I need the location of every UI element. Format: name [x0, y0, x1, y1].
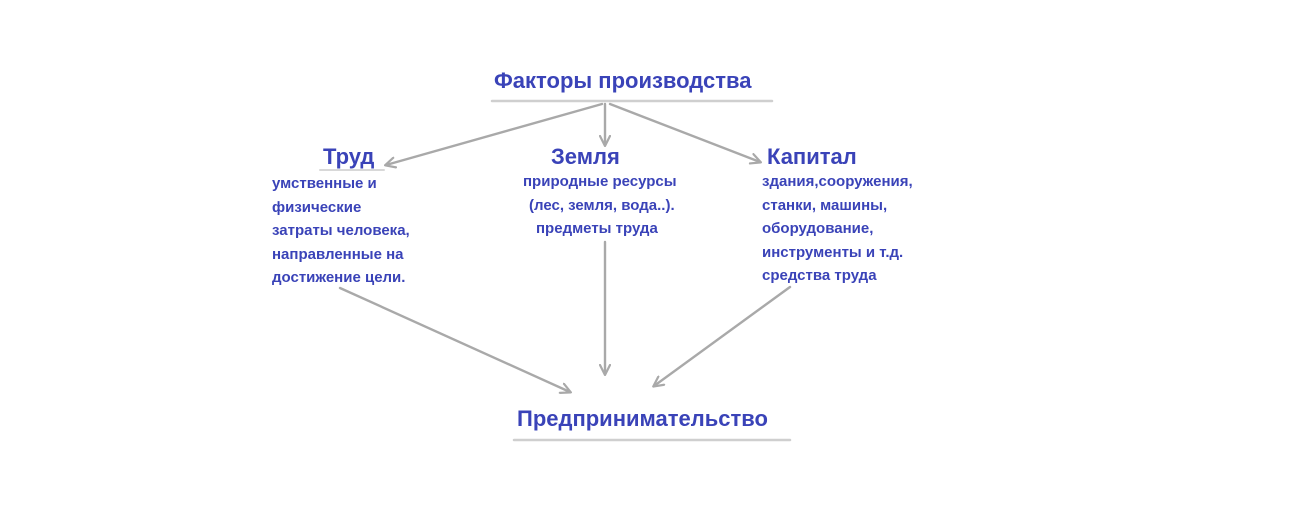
description-line: предметы труда — [536, 220, 658, 237]
arrow-trud-to-result — [338, 286, 570, 392]
factor-description-trud: умственные и физические затраты человека… — [272, 172, 410, 290]
factor-description-zemlya: природные ресурсы (лес, земля, вода..). … — [523, 170, 677, 241]
description-line: здания,сооружения, — [762, 173, 913, 190]
factor-title-zemlya: Земля — [551, 144, 620, 169]
description-line: направленные на — [272, 245, 404, 263]
description-line: природные ресурсы — [523, 173, 677, 190]
description-line: достижение цели. — [272, 269, 406, 286]
description-line: инструменты и т.д. — [762, 243, 904, 261]
description-line: (лес, земля, вода..). — [529, 196, 675, 214]
factor-title-kapital: Капитал — [767, 144, 857, 169]
result-node-title: Предпринимательство — [517, 406, 768, 431]
factor-description-kapital: здания,сооружения, станки, машины, обору… — [762, 170, 913, 288]
description-line: затраты человека, — [272, 222, 410, 239]
root-node-title: Факторы производства — [494, 68, 752, 93]
arrow-kapital-to-result — [654, 285, 792, 386]
arrow-root-to-kapital — [608, 102, 760, 162]
description-line: оборудование, — [762, 220, 874, 237]
description-line: умственные и — [272, 175, 377, 192]
description-line: физические — [272, 198, 362, 216]
factor-title-trud: Труд — [323, 144, 375, 169]
description-line: средства труда — [762, 267, 877, 284]
description-line: станки, машины, — [762, 196, 888, 214]
